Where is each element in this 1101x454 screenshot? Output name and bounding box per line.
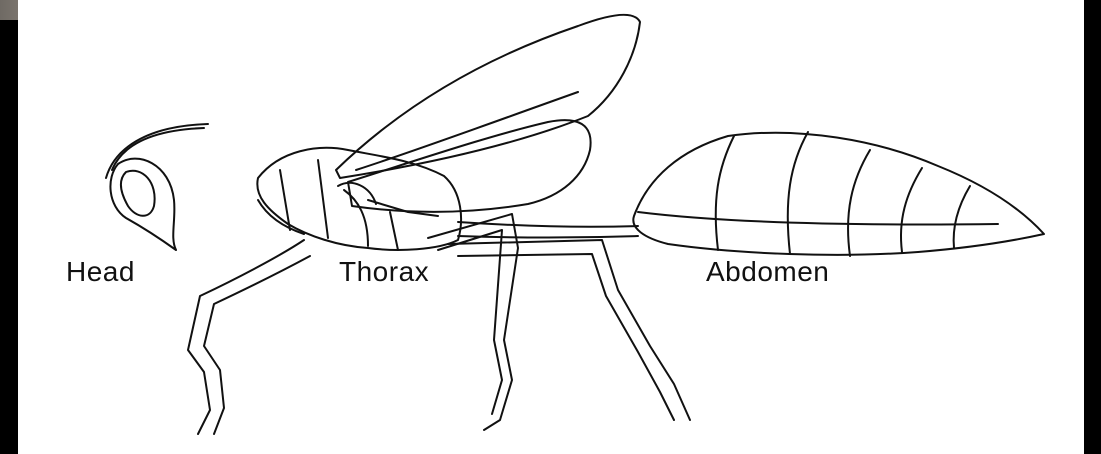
front-leg-back: [204, 256, 310, 434]
insect-drawing: [18, 0, 1084, 454]
abdomen-seg-2: [788, 132, 808, 254]
abdomen-seg-4: [901, 168, 922, 252]
thorax-plate-5: [390, 212, 398, 250]
label-thorax: Thorax: [339, 258, 429, 286]
middle-leg-inner: [438, 230, 502, 414]
abdomen-seg-1: [716, 136, 734, 250]
thorax-outline: [257, 148, 461, 250]
insect-diagram: Head Thorax Abdomen: [18, 0, 1084, 454]
abdomen-outline: [633, 133, 1044, 255]
hindwing: [348, 120, 591, 212]
antenna: [106, 124, 208, 178]
hind-leg-inner: [458, 254, 674, 420]
abdomen-seg-3: [848, 150, 870, 256]
label-abdomen: Abdomen: [706, 258, 829, 286]
abdomen-seg-5: [954, 186, 970, 248]
thorax-plate-4: [368, 200, 438, 216]
thorax-plate-2: [318, 160, 328, 238]
forewing: [336, 15, 640, 178]
abdomen-side-line: [638, 212, 998, 225]
label-head: Head: [66, 258, 135, 286]
thorax-plate-3: [344, 190, 368, 246]
hind-leg: [448, 240, 690, 420]
head-eye: [121, 171, 155, 216]
head-outline: [110, 159, 176, 250]
